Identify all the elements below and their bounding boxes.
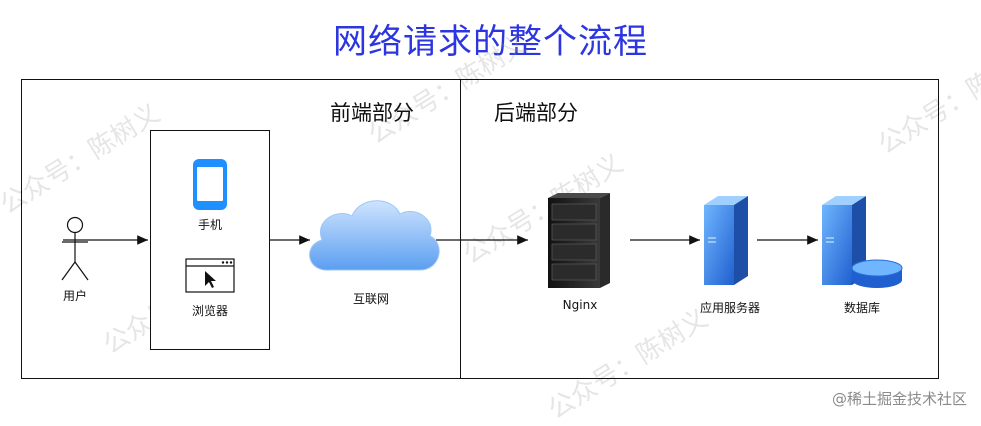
section-divider bbox=[460, 79, 461, 379]
nginx-label: Nginx bbox=[562, 298, 598, 312]
stick-figure-icon bbox=[61, 216, 89, 281]
database-server-icon bbox=[822, 196, 903, 288]
source-watermark: @稀土掘金技术社区 bbox=[831, 390, 967, 408]
phone-label: 手机 bbox=[197, 218, 222, 232]
diagram-frame bbox=[21, 79, 939, 379]
browser-label: 浏览器 bbox=[191, 304, 228, 318]
server-icon bbox=[704, 196, 748, 285]
user-label: 用户 bbox=[62, 289, 87, 303]
smartphone-icon bbox=[193, 159, 227, 210]
internet-label: 互联网 bbox=[352, 292, 389, 306]
server-rack-icon bbox=[548, 193, 610, 288]
backend-section-label: 后端部分 bbox=[494, 101, 578, 125]
app-server-label: 应用服务器 bbox=[699, 301, 760, 315]
browser-window-icon bbox=[185, 258, 235, 293]
cloud-icon bbox=[309, 200, 440, 271]
frontend-section-label: 前端部分 bbox=[330, 101, 414, 125]
database-label: 数据库 bbox=[843, 301, 880, 315]
diagram-title: 网络请求的整个流程 bbox=[333, 22, 648, 62]
